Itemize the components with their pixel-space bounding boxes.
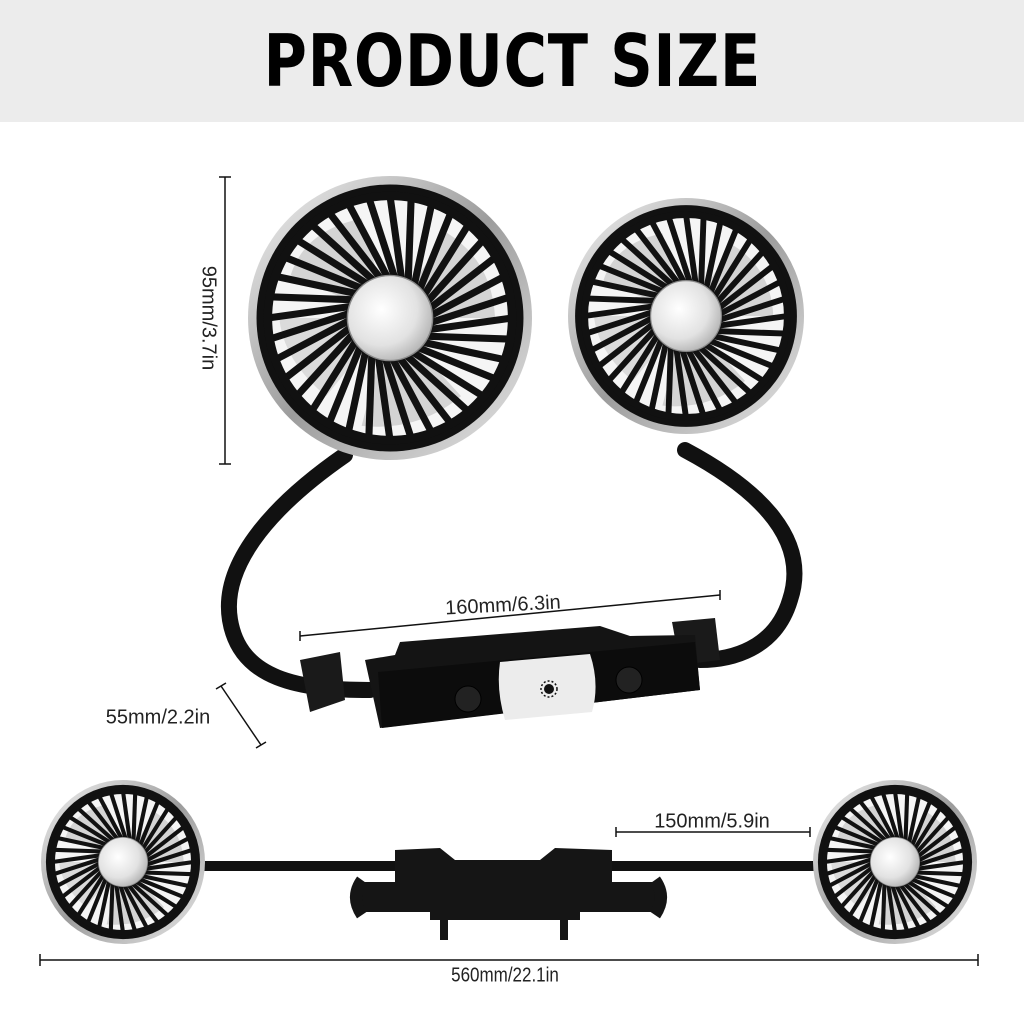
fan-height-label: 95mm/3.7in xyxy=(197,265,220,371)
control-depth-label: 55mm/2.2in xyxy=(105,706,211,729)
fan-left-top xyxy=(248,176,532,460)
arm-length-label: 150mm/5.9in xyxy=(654,810,770,833)
depth-dimension-line xyxy=(215,682,267,749)
total-dimension-line xyxy=(39,954,979,966)
fan-right-top xyxy=(568,198,804,434)
total-length-label: 560mm/22.1in xyxy=(451,964,559,987)
control-box xyxy=(300,618,720,728)
arm-dimension-line xyxy=(615,827,811,837)
header-banner: PRODUCT SIZE xyxy=(0,0,1024,122)
page-title: PRODUCT SIZE xyxy=(263,19,761,103)
headrest-mount xyxy=(350,848,667,940)
fan-left-bottom xyxy=(41,780,205,944)
fan-right-bottom xyxy=(813,780,977,944)
height-dimension-line xyxy=(219,176,231,465)
width-dimension-line xyxy=(299,590,721,641)
